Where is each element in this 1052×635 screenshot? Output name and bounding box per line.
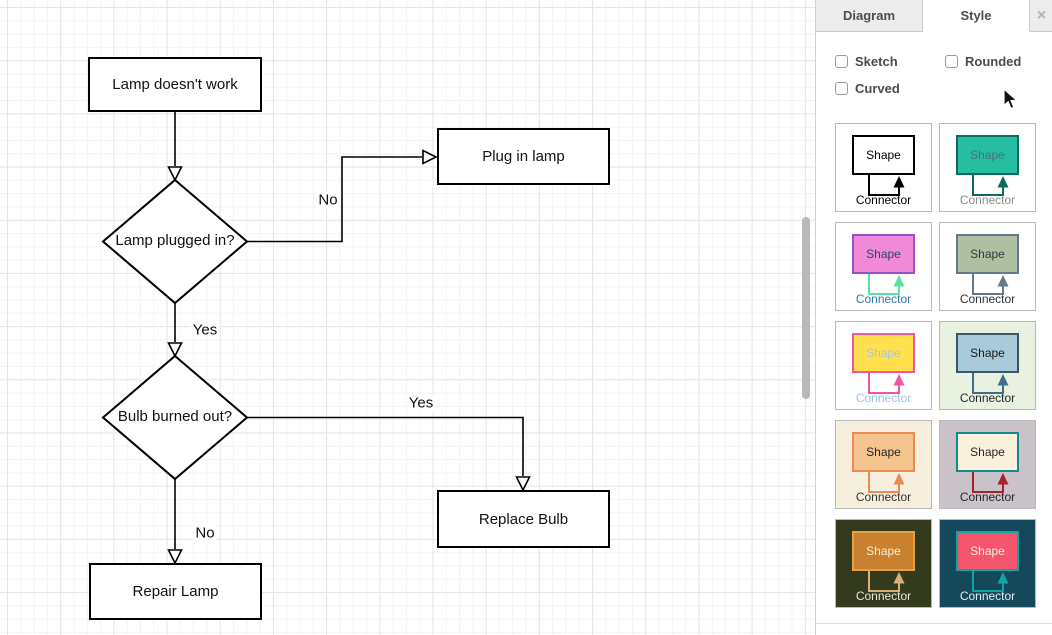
preset-shape: Shape [956,333,1019,373]
style-preset-10[interactable]: Shape Connector [939,519,1036,608]
sketch-label: Sketch [855,54,898,69]
preset-shape: Shape [852,333,915,373]
style-preset-8[interactable]: Shape Connector [939,420,1036,509]
preset-connector-icon [972,274,1009,295]
diagram-canvas[interactable]: Lamp doesn't work Plug in lamp Replace B… [0,0,815,635]
curved-checkbox-row[interactable]: Curved [835,81,900,96]
preset-connector-icon [972,373,1009,394]
node-bulb-burned-out-label[interactable]: Bulb burned out? [117,407,233,425]
edge-label-no-1[interactable]: No [316,191,340,209]
edge-yes-to-replace [247,416,524,476]
style-preset-4[interactable]: Shape Connector [939,222,1036,311]
arrowhead-down-3 [515,476,531,492]
flowchart-edges [101,112,531,565]
format-panel-tabbar: Diagram Style × [816,0,1052,32]
curved-checkbox[interactable] [835,82,848,95]
close-icon[interactable]: × [1036,6,1047,24]
preset-connector-label: Connector [959,391,1016,405]
preset-connector-icon [972,571,1009,592]
preset-shape: Shape [956,135,1019,175]
arrowhead-down-2 [167,342,183,358]
node-lamp-plugged-in-label[interactable]: Lamp plugged in? [115,231,235,249]
preset-connector-label: Connector [855,193,912,207]
vertical-scrollbar-thumb[interactable] [802,217,810,399]
preset-shape: Shape [852,234,915,274]
preset-connector-icon [972,175,1009,196]
arrowhead-down-4 [167,549,183,565]
panel-divider [816,623,1052,624]
preset-shape: Shape [852,531,915,571]
preset-connector-label: Connector [959,589,1016,603]
preset-shape: Shape [852,432,915,472]
preset-connector-icon [868,373,905,394]
edge-no-to-plug [247,156,422,243]
rounded-checkbox[interactable] [945,55,958,68]
preset-connector-label: Connector [959,490,1016,504]
node-replace-bulb[interactable]: Replace Bulb [437,490,610,548]
format-panel: Diagram Style × Sketch Rounded Curved Sh… [815,0,1052,635]
preset-connector-icon [972,472,1009,493]
style-preset-1[interactable]: Shape Connector [835,123,932,212]
style-preset-6[interactable]: Shape Connector [939,321,1036,410]
preset-connector-label: Connector [855,589,912,603]
preset-shape: Shape [956,234,1019,274]
style-preset-2[interactable]: Shape Connector [939,123,1036,212]
style-preset-grid: Shape Connector Shape Connector Shape Co… [835,123,1043,608]
diamond-lamp-plugged-in [101,178,249,305]
preset-connector-icon [868,472,905,493]
node-repair-lamp[interactable]: Repair Lamp [89,563,262,620]
mouse-cursor [1003,88,1019,110]
style-preset-5[interactable]: Shape Connector [835,321,932,410]
style-preset-7[interactable]: Shape Connector [835,420,932,509]
tab-style[interactable]: Style [923,0,1030,32]
preset-connector-icon [868,274,905,295]
preset-shape: Shape [852,135,915,175]
tab-close-area: × [1030,0,1052,32]
edge-label-yes-1[interactable]: Yes [190,321,220,339]
style-preset-9[interactable]: Shape Connector [835,519,932,608]
preset-connector-label: Connector [855,490,912,504]
preset-shape: Shape [956,531,1019,571]
preset-connector-label: Connector [959,292,1016,306]
rounded-checkbox-row[interactable]: Rounded [945,54,1021,69]
style-preset-3[interactable]: Shape Connector [835,222,932,311]
preset-shape: Shape [956,432,1019,472]
sketch-checkbox[interactable] [835,55,848,68]
arrowhead-down-1 [167,166,183,182]
curved-label: Curved [855,81,900,96]
diamond-bulb-burned-out [101,354,249,481]
preset-connector-label: Connector [959,193,1016,207]
rounded-label: Rounded [965,54,1022,69]
node-lamp-doesnt-work[interactable]: Lamp doesn't work [88,57,262,112]
sketch-checkbox-row[interactable]: Sketch [835,54,898,69]
preset-connector-icon [868,175,905,196]
arrowhead-right-1 [422,149,438,165]
edge-label-no-2[interactable]: No [193,524,217,542]
preset-connector-label: Connector [855,391,912,405]
edge-label-yes-2[interactable]: Yes [406,394,436,412]
node-plug-in-lamp[interactable]: Plug in lamp [437,128,610,185]
tab-diagram[interactable]: Diagram [816,0,923,32]
preset-connector-icon [868,571,905,592]
preset-connector-label: Connector [855,292,912,306]
